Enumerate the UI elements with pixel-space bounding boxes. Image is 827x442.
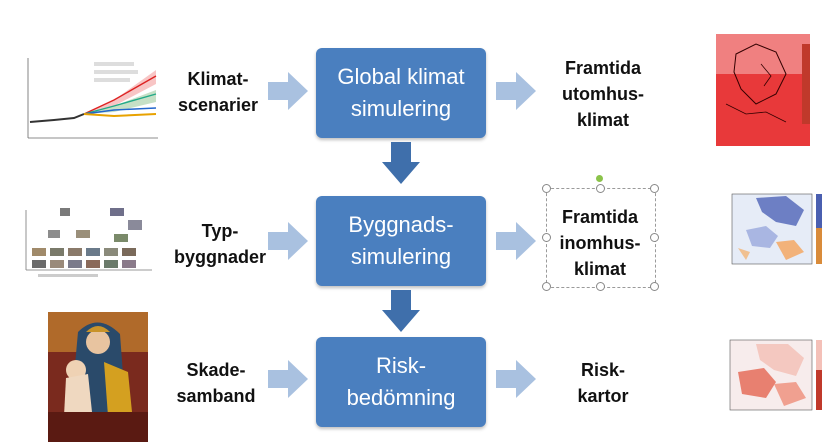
europe-indoor-climate-map-thumbnail [716,186,824,278]
arrow-right-icon [496,222,536,260]
arrow-right-icon [268,72,308,110]
europe-risk-map-thumbnail [716,332,824,422]
input-label-building-types: Typ- byggnader [173,221,266,267]
arrow-down-icon [382,290,420,332]
input-label-damage-functions: Skade- samband [176,360,256,406]
europe-temperature-map-thumbnail [716,34,810,146]
process-box-risk-assessment[interactable]: Risk- bedömning [316,337,486,427]
resize-handle[interactable] [542,184,551,193]
process-label: Byggnads- simulering [348,212,454,269]
resize-handle[interactable] [650,282,659,291]
climate-scenario-chart-thumbnail [14,50,162,150]
damaged-statue-photo [48,312,148,442]
output-label-future-outdoor-climate: Framtida utomhus- klimat [562,58,644,130]
building-types-thumbnail [18,200,154,282]
process-box-building-simulation[interactable]: Byggnads- simulering [316,196,486,286]
arrow-down-icon [382,142,420,184]
arrow-right-icon [268,222,308,260]
resize-handle[interactable] [542,282,551,291]
arrow-right-icon [268,360,308,398]
output-label-risk-maps: Risk- kartor [577,360,629,406]
resize-handle[interactable] [542,233,551,242]
rotate-handle[interactable] [596,175,603,182]
process-label: Global klimat simulering [337,64,465,121]
resize-handle[interactable] [596,184,605,193]
resize-handle[interactable] [596,282,605,291]
arrow-right-icon [496,72,536,110]
input-label-climate-scenarios: Klimat- scenarier [177,69,259,115]
process-label: Risk- bedömning [346,353,456,410]
output-label-future-indoor-climate[interactable]: Framtida inomhus- klimat [559,207,641,279]
process-box-global-climate-simulation[interactable]: Global klimat simulering [316,48,486,138]
arrow-right-icon [496,360,536,398]
resize-handle[interactable] [650,184,659,193]
resize-handle[interactable] [650,233,659,242]
